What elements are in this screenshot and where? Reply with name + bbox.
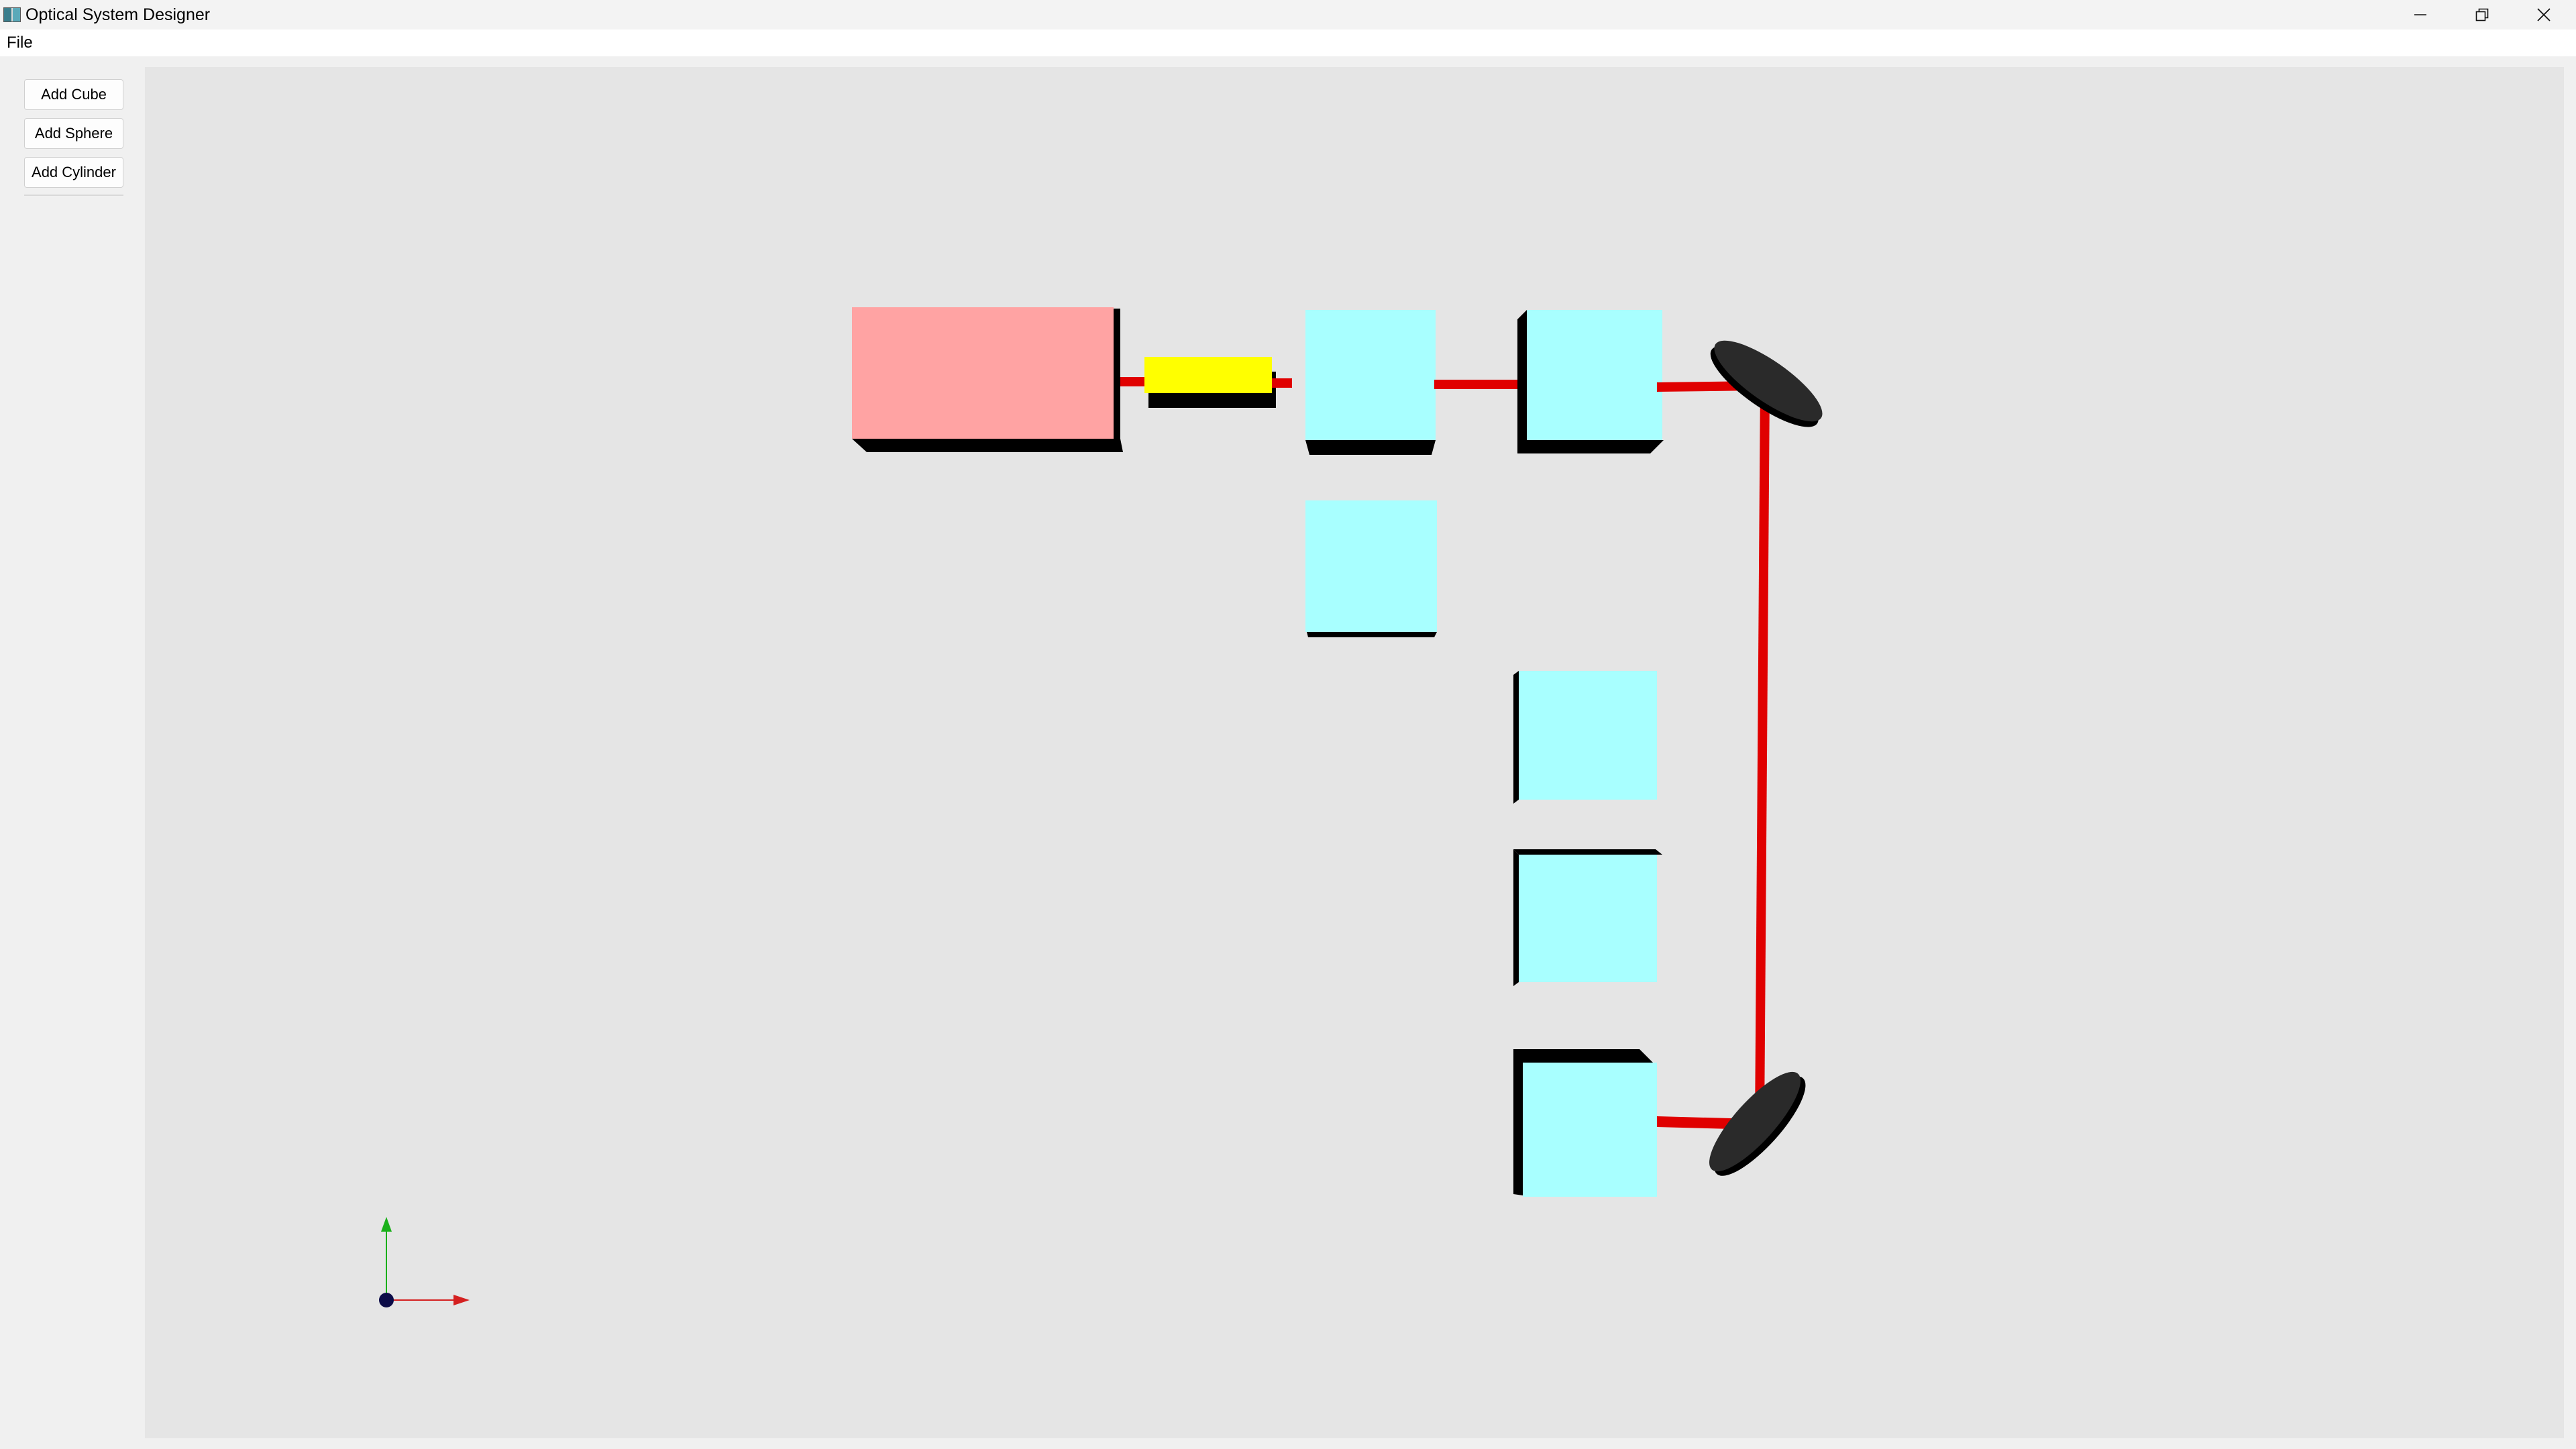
minimize-icon	[2414, 14, 2426, 15]
sidebar	[0, 56, 145, 1449]
beam-segment	[1272, 378, 1292, 388]
add-cube-button[interactable]: Add Cube	[24, 79, 123, 110]
optical-cube[interactable]	[1513, 1049, 1657, 1197]
add-sphere-button[interactable]: Add Sphere	[24, 118, 123, 149]
close-button[interactable]	[2513, 0, 2575, 30]
beam-segment	[1114, 377, 1146, 386]
menu-file[interactable]: File	[7, 34, 33, 52]
3d-viewport[interactable]	[145, 67, 2564, 1438]
optical-cube[interactable]	[1517, 310, 1664, 453]
optical-cube[interactable]	[1513, 671, 1657, 804]
optical-cube[interactable]	[1305, 310, 1436, 455]
optical-cube[interactable]	[1305, 500, 1437, 637]
beam-segment	[1434, 380, 1521, 389]
close-icon	[2537, 8, 2551, 21]
restore-button[interactable]	[2451, 0, 2513, 30]
restore-icon	[2475, 8, 2489, 21]
axis-origin-icon	[379, 1293, 394, 1307]
minimize-button[interactable]	[2390, 0, 2451, 30]
mirror-bottom[interactable]	[1697, 1061, 1817, 1188]
x-axis-arrow-icon	[453, 1295, 470, 1305]
add-cylinder-button[interactable]: Add Cylinder	[24, 157, 123, 188]
y-axis-arrow-icon	[381, 1217, 392, 1232]
mirror-top[interactable]	[1700, 327, 1832, 439]
scene-canvas	[379, 307, 1832, 1307]
optical-cube[interactable]	[1513, 849, 1662, 986]
app-icon	[3, 7, 21, 22]
title-bar: Optical System Designer	[0, 0, 2576, 30]
axis-gizmo	[379, 1217, 470, 1307]
beam-segment	[1755, 384, 1770, 1126]
lens-cylinder[interactable]	[1144, 357, 1276, 408]
sidebar-divider	[24, 195, 123, 196]
window-title: Optical System Designer	[25, 5, 211, 24]
menu-bar: File	[0, 30, 2576, 56]
laser-source-box[interactable]	[852, 307, 1123, 452]
